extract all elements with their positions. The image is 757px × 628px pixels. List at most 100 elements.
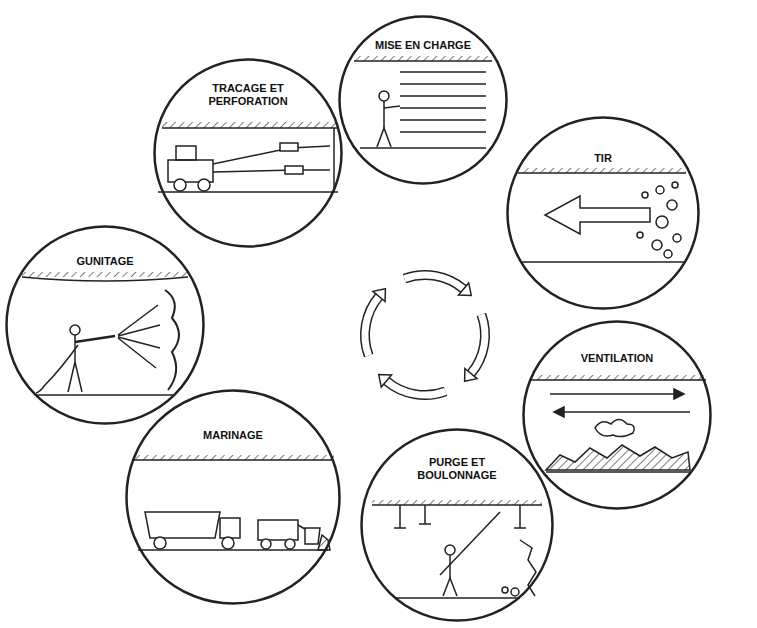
air-flow (550, 393, 676, 395)
truck-cab (220, 518, 240, 538)
tunnel-roof (22, 277, 188, 281)
circle-border (340, 17, 507, 184)
bolt-plate (514, 527, 526, 529)
circle-border (508, 118, 699, 309)
wheel (174, 179, 186, 191)
rock-fragment (502, 587, 508, 593)
circle-border (362, 430, 553, 621)
rock-hatch (372, 500, 542, 505)
rock-fragment (672, 182, 678, 188)
cycle-arrow (405, 275, 464, 289)
cycle-arrow (365, 296, 379, 355)
scaling-bolting-sketch (372, 500, 542, 598)
drill-feed (280, 143, 298, 151)
circle-outline (506, 116, 700, 310)
rock-fragment (637, 232, 643, 238)
wheel (198, 179, 210, 191)
rock-fragment (664, 250, 672, 258)
worker-legs (443, 578, 457, 596)
rock-fragment (673, 234, 681, 242)
charging-sketch (354, 56, 492, 148)
worker-head (379, 91, 389, 101)
loader-body (258, 520, 298, 540)
cycle-arrow (405, 275, 464, 289)
arrow-head (459, 283, 472, 296)
rock-hatch (162, 122, 338, 128)
tunnel-roof (372, 504, 542, 506)
rock-bolt (519, 505, 521, 528)
step-label: GUNITAGE (76, 255, 133, 268)
step-circle: VENTILATION (522, 320, 712, 510)
blast-hole (400, 71, 486, 73)
cycle-arrow (471, 315, 485, 374)
arrow-head (373, 289, 386, 302)
step-label: VENTILATION (581, 352, 654, 365)
scaling-bar (440, 512, 500, 575)
tunnel-floor (522, 261, 684, 263)
circle-outline (522, 320, 712, 510)
rock-bolt (424, 505, 426, 524)
circle-border (155, 60, 342, 247)
spray-jet (118, 338, 156, 368)
arrow-head (465, 369, 478, 382)
wheel (261, 539, 271, 549)
worker-legs (68, 362, 82, 392)
arrow-head (554, 407, 564, 417)
worker-head (445, 545, 455, 555)
cycle-arrow (386, 381, 445, 395)
rock-hatch (354, 56, 492, 61)
step-circle: PURGE ET BOULONNAGE (360, 428, 554, 622)
wheel (285, 539, 295, 549)
blast-hole (400, 95, 486, 97)
blast-sketch (518, 168, 686, 262)
tunnel-roof (530, 379, 706, 381)
shotcrete-sketch (22, 272, 188, 395)
worker-body (383, 101, 385, 128)
tunnel-face (333, 128, 335, 192)
circle-border (7, 227, 204, 424)
rock-fragment (652, 240, 662, 250)
step-circle: TIR (506, 116, 700, 310)
circle-border (127, 391, 340, 604)
mucking-sketch (132, 455, 334, 550)
worker-legs (377, 128, 391, 147)
step-circle: TRACAGE ET PERFORATION (153, 58, 343, 248)
rock-bolt (399, 505, 401, 528)
spray-nozzle (75, 336, 115, 342)
worker-body (449, 555, 451, 578)
muck-pile (546, 445, 690, 470)
cycle-arrow (471, 315, 485, 374)
tunnel-floor (138, 549, 328, 551)
rock-hatch (132, 455, 334, 460)
air-flow (562, 411, 690, 413)
step-label: MISE EN CHARGE (375, 39, 471, 52)
rock-hatch (530, 375, 706, 380)
rock-fragment (656, 216, 668, 228)
tunnel-floor (546, 471, 690, 473)
loader-bucket (305, 528, 320, 544)
circle-outline (125, 389, 341, 605)
rock-fragment (656, 186, 664, 194)
rock-fragment (511, 588, 519, 596)
step-label: MARINAGE (203, 429, 263, 442)
worker-head (70, 325, 80, 335)
step-circle: MARINAGE (125, 389, 341, 605)
blast-hole (400, 131, 486, 133)
cycle-arrows (365, 275, 485, 395)
smoke-cloud (595, 420, 634, 437)
step-circle: MISE EN CHARGE (338, 15, 508, 185)
drill-boom (213, 170, 295, 172)
cycle-arrow (365, 296, 379, 355)
tunnel-roof (132, 459, 334, 461)
truck-box (145, 512, 220, 538)
drill-boom (213, 148, 290, 164)
rock-fragment (642, 192, 648, 198)
tunnel-roof (518, 172, 686, 174)
rock-face (165, 290, 179, 390)
arrow-head (379, 375, 392, 388)
blast-arrow (545, 196, 650, 234)
step-label: TRACAGE ET PERFORATION (196, 82, 300, 108)
rock-hatch (518, 168, 686, 173)
hose (36, 345, 78, 393)
